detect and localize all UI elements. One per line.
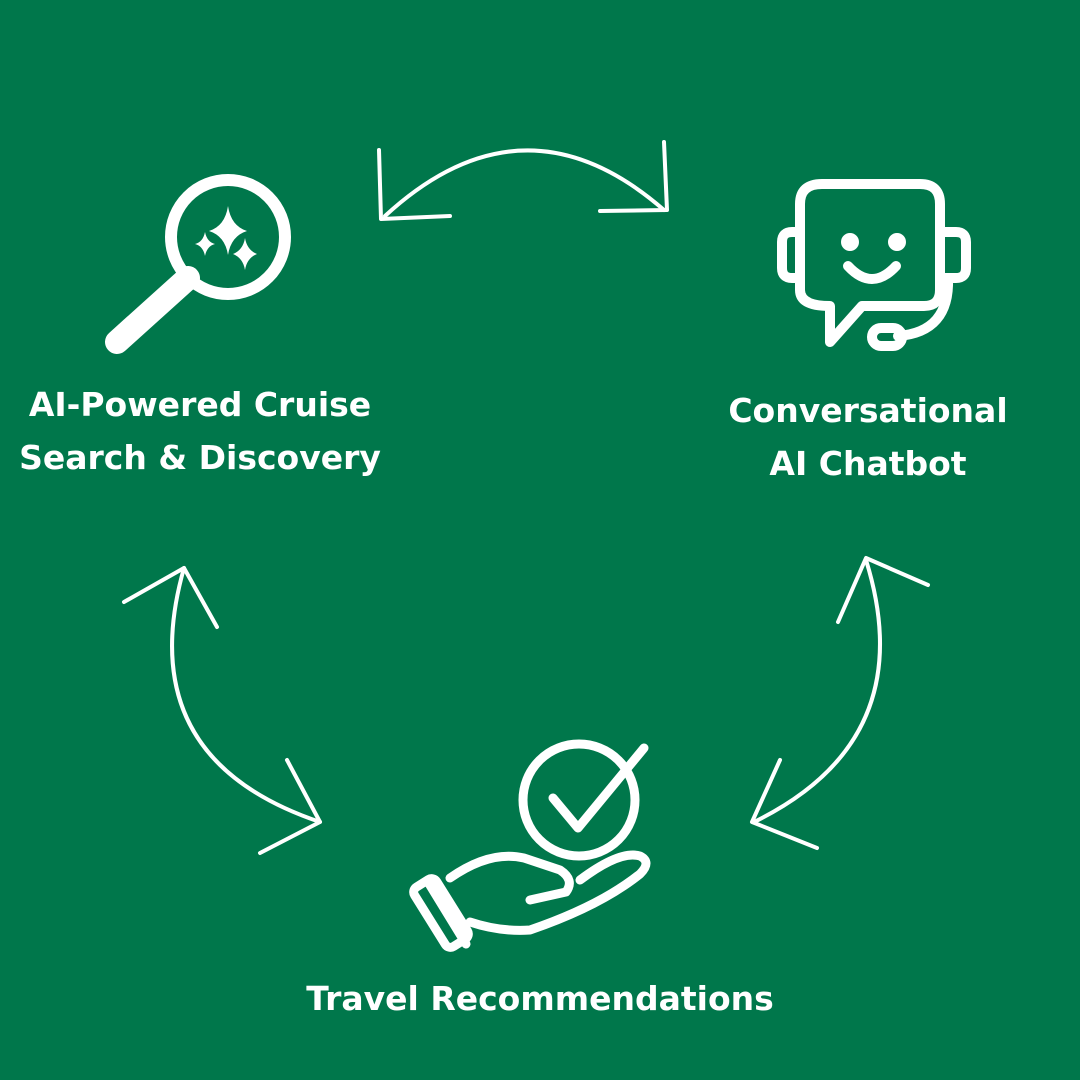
connector-search-chatbot [377,140,669,221]
node-label-search-line-2: Search & Discovery [19,437,381,477]
node-label-travel-line-1: Travel Recommendations [306,979,774,1018]
arrowhead-bottom [258,758,322,855]
connector-arc [383,148,666,218]
node-label-chatbot: Conversational AI Chatbot [668,385,1068,491]
arrowhead-right [598,140,669,213]
hand-checkmark-icon [409,739,651,952]
chatbot-headset-icon [777,179,971,351]
connector-travel-search [122,566,322,855]
connector-arc [752,558,882,824]
arrowhead-top [836,556,930,624]
connector-arc [170,566,322,824]
arrowhead-bottom [750,758,819,850]
arrowhead-left [377,148,452,221]
node-label-search: AI-Powered Cruise Search & Discovery [0,379,400,485]
node-label-search-line-1: AI-Powered Cruise [28,385,372,424]
node-label-chatbot-line-1: Conversational [728,391,1008,430]
arrowhead-top [122,566,219,629]
connector-chatbot-travel [750,556,930,850]
node-label-chatbot-line-2: AI Chatbot [769,443,967,483]
magnifier-sparkles-icon [105,174,291,354]
sparkle-icon [195,206,257,270]
node-label-travel: Travel Recommendations [240,973,840,1026]
